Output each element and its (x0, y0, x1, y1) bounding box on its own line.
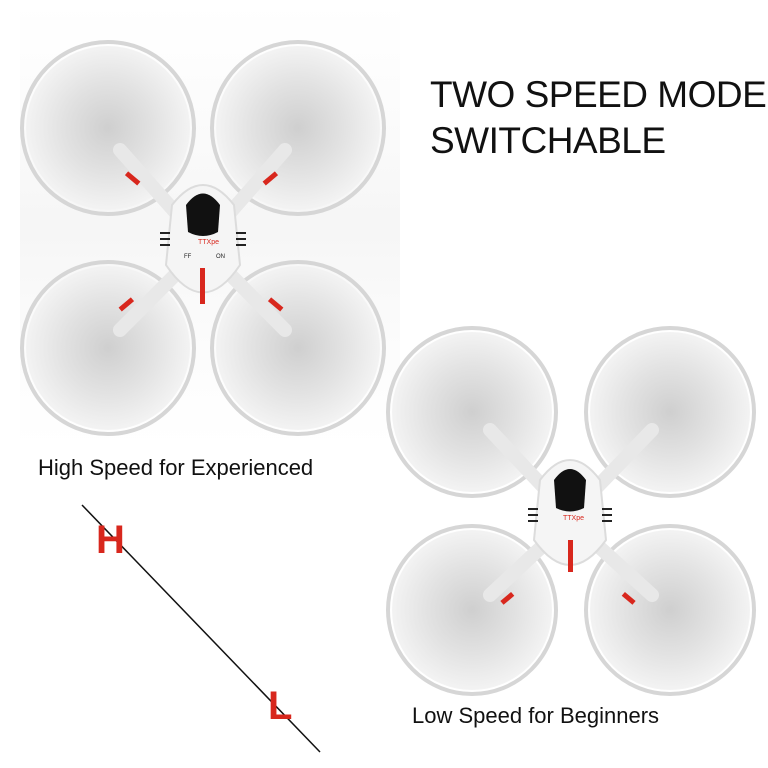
drone-brand-label: TTXpe (198, 239, 219, 246)
high-speed-caption: High Speed for Experienced (38, 455, 314, 480)
drone-high-speed: TTXpe FF ON (20, 0, 400, 450)
drone-low-speed: TTXpe (386, 326, 756, 696)
power-switch-off-label: FF (184, 254, 192, 260)
power-switch-on-label: ON (216, 254, 225, 260)
headline-line-2: SWITCHABLE (430, 120, 666, 161)
svg-text:TTXpe: TTXpe (563, 515, 584, 522)
low-speed-caption: Low Speed for Beginners (412, 703, 660, 728)
rotor-guard (20, 40, 196, 216)
headline-line-1: TWO SPEED MODES (430, 74, 768, 115)
headline: TWO SPEED MODES SWITCHABLE (430, 72, 768, 164)
rotor-guard (210, 40, 386, 216)
low-mode-letter: L (268, 684, 293, 728)
speed-switch-line (81, 504, 321, 753)
high-mode-letter: H (96, 518, 125, 562)
